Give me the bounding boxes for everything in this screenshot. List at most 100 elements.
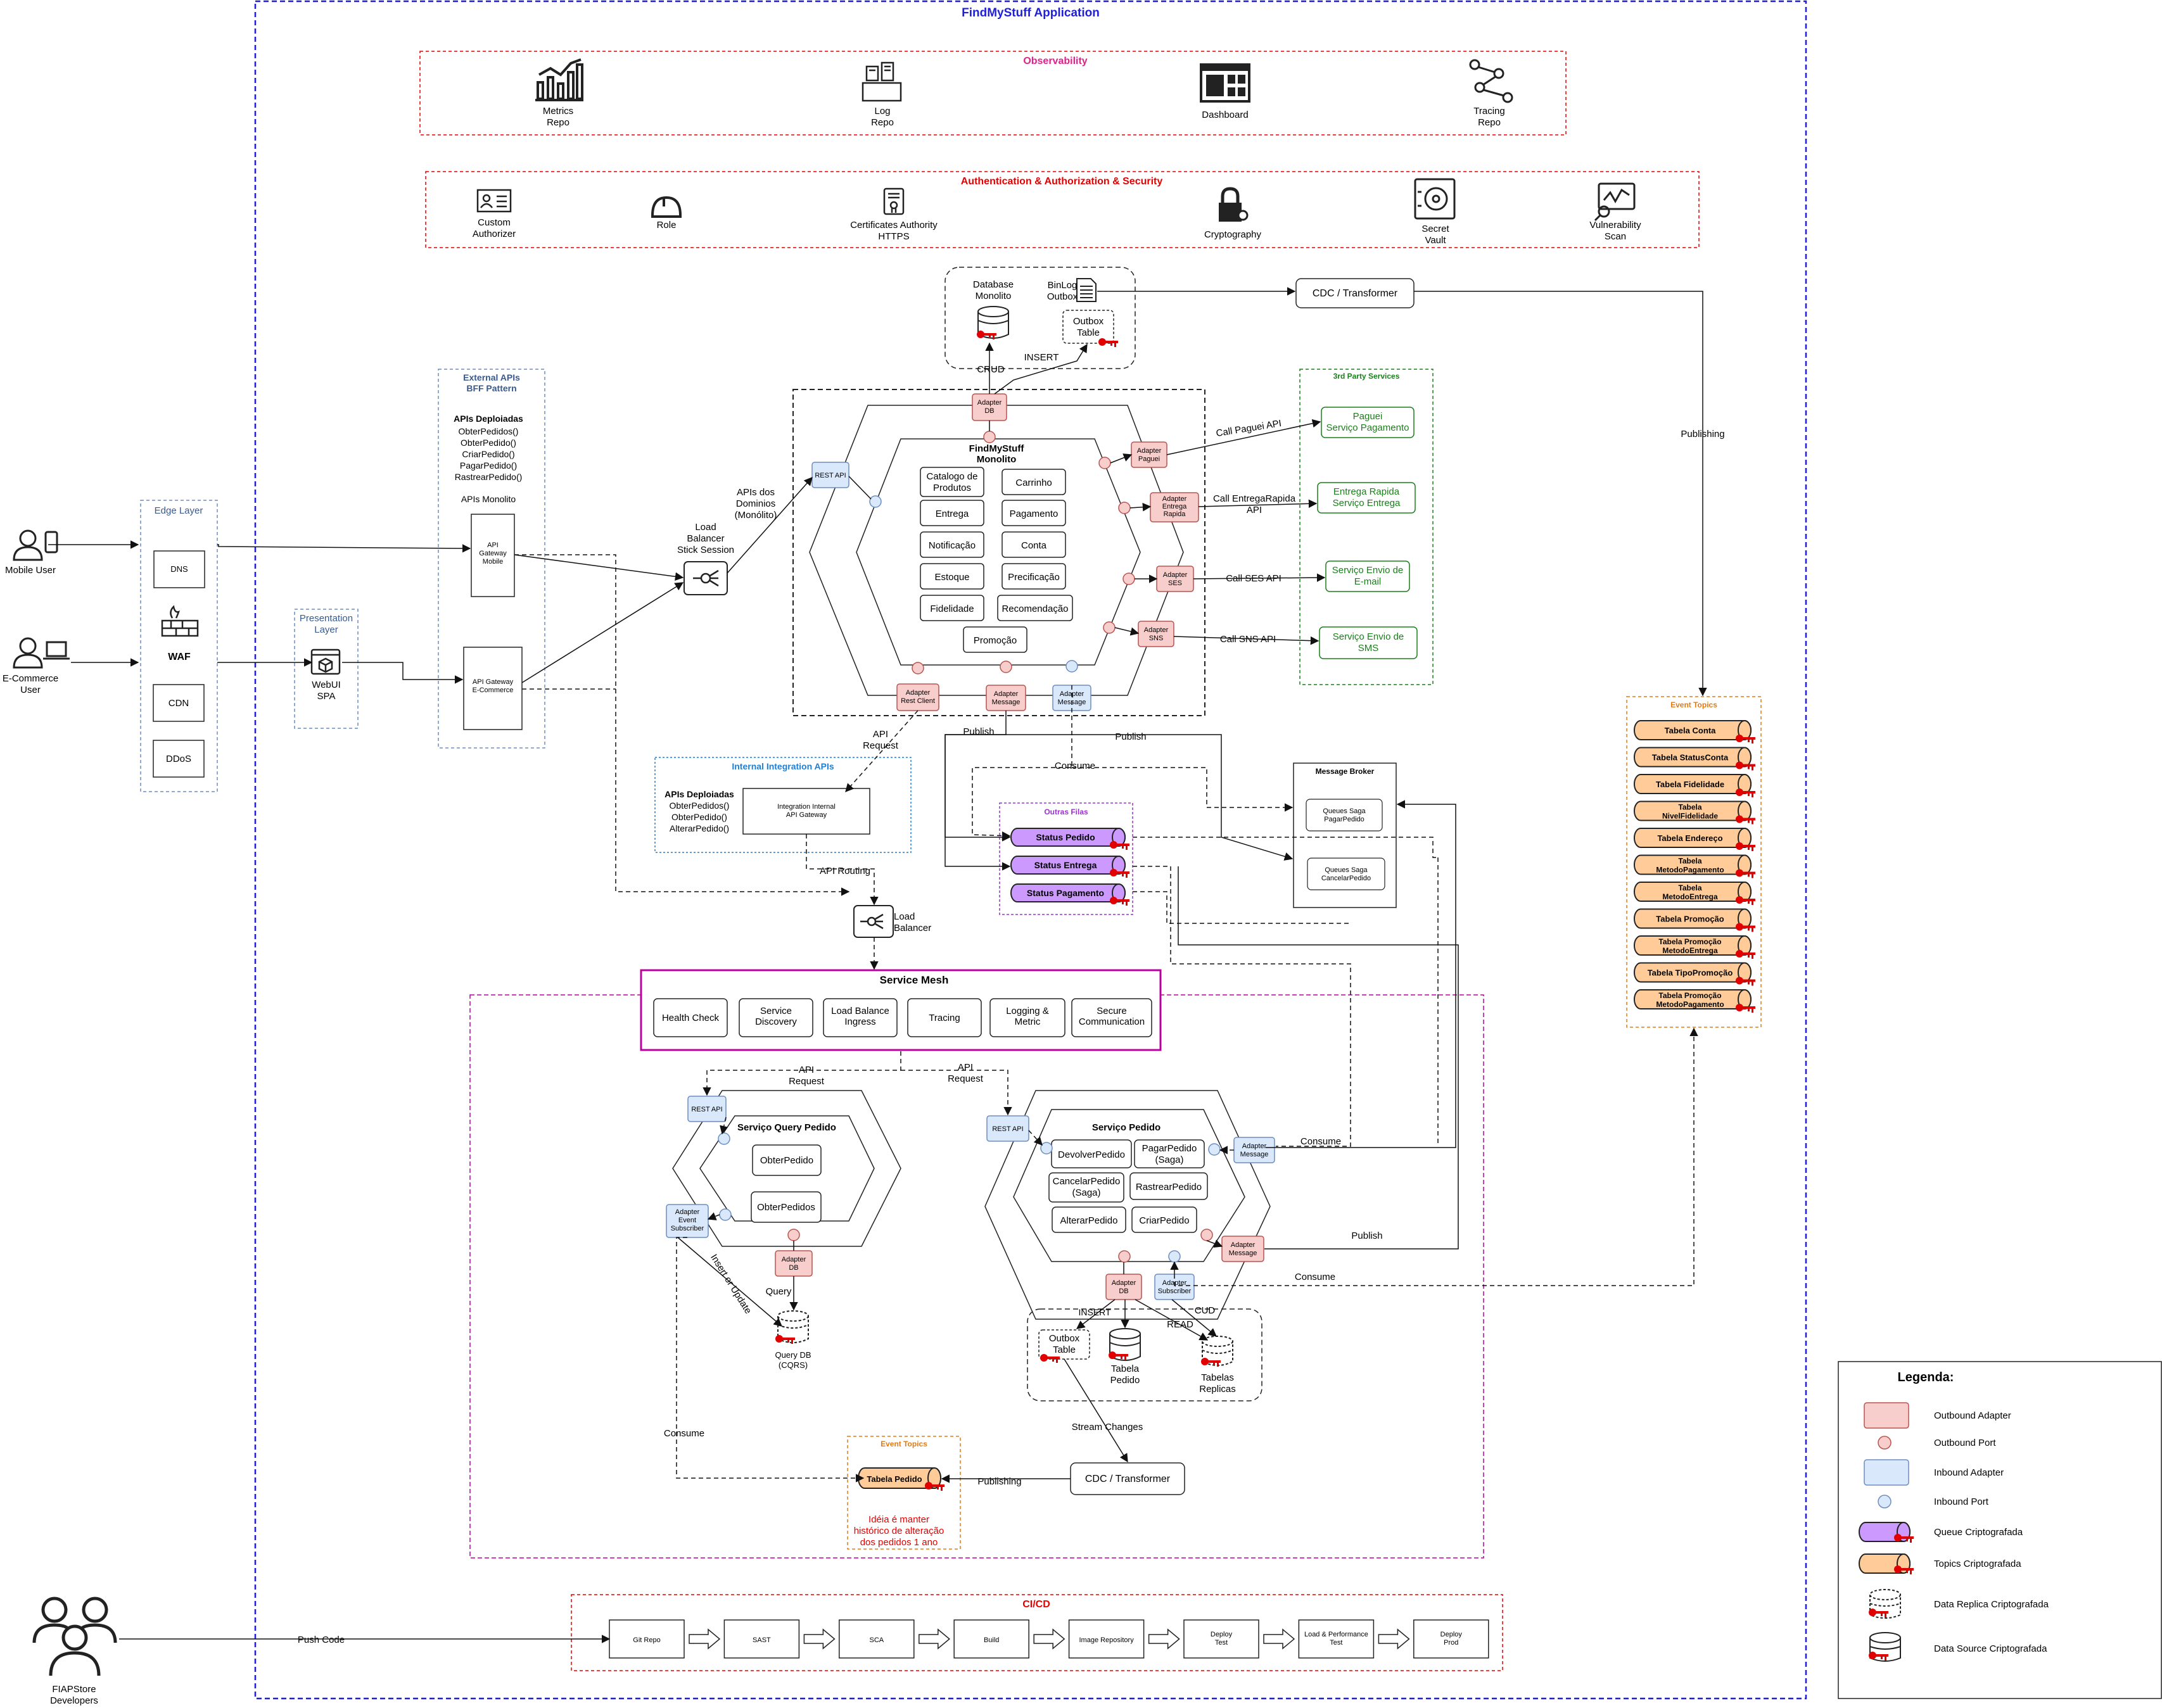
module-carrinho-label: Carrinho	[1015, 478, 1052, 488]
module-notificacao-label: Notificação	[929, 540, 976, 551]
module-catalogo	[920, 467, 984, 497]
outbox-table-top	[1062, 310, 1114, 344]
event-topic-item: Tabela Endereço	[1634, 828, 1755, 851]
cicd-step: Build	[953, 1619, 1029, 1659]
tabela-pedido-topic-label: Tabela Pedido	[867, 1474, 922, 1484]
cicd-arrow	[1033, 1628, 1065, 1650]
cicd-step: SCA	[839, 1619, 915, 1659]
cicd-step: SAST	[723, 1619, 800, 1659]
module-fidelidade-label: Fidelidade	[930, 604, 974, 614]
pedido-cud-label: CUD	[1195, 1305, 1216, 1316]
query-rest-api-label: REST API	[691, 1106, 722, 1113]
query-label: Query	[766, 1286, 792, 1297]
secret-vault-icon	[1414, 178, 1456, 220]
pedido-insert-label: INSERT	[1078, 1307, 1111, 1317]
lock-icon	[1219, 187, 1249, 222]
stream-changes-label: Stream Changes	[1072, 1422, 1143, 1433]
edge-layer: Edge Layer DNS WAF CDN DDoS	[140, 500, 218, 792]
cicd-step-label: SAST	[753, 1636, 771, 1644]
outbound-port	[912, 662, 924, 674]
module-pagamento-label: Pagamento	[1010, 509, 1059, 519]
mesh-item-label: Tracing	[929, 1013, 960, 1023]
tabela-pedido-db-icon	[1109, 1328, 1141, 1361]
event-topic-item: Tabela Promoção	[1634, 908, 1755, 932]
tabelas-replicas-icon	[1202, 1336, 1233, 1366]
dashboard-icon	[1200, 63, 1250, 103]
cicd-arrow	[1263, 1628, 1295, 1650]
legend-topic: Topics Criptografada	[1934, 1559, 2021, 1569]
legend-inbound-port-swatch	[1878, 1495, 1892, 1509]
op-cancelar	[1048, 1172, 1124, 1203]
security-panel: Authentication & Authorization & Securit…	[425, 171, 1700, 248]
legend-queue: Queue Criptografada	[1934, 1527, 2023, 1538]
cdc-transformer-top	[1295, 278, 1415, 308]
mesh-item: Logging &Metric	[989, 998, 1065, 1037]
event-topics-title: Event Topics	[1670, 700, 1717, 709]
mesh-item: Tracing	[907, 998, 982, 1037]
module-entrega-label: Entrega	[936, 509, 969, 519]
module-recomendacao-label: Recomendação	[1002, 604, 1068, 614]
load-balancer-icon	[693, 569, 719, 587]
legend-inbound-adapter: Inbound Adapter	[1934, 1467, 2004, 1478]
pedido-service: Serviço Pedido DevolverPedido PagarPedid…	[977, 1090, 1383, 1495]
module-catalogo-label: Catalogo de	[927, 471, 978, 482]
cryptography-label: Cryptography	[1204, 229, 1262, 240]
api-gateway-ecommerce	[463, 647, 523, 730]
external-deployed-title: APIs Deploiadas	[454, 414, 523, 424]
push-code-label: Push Code	[298, 1635, 345, 1645]
publishing-bottom-label: Publishing	[977, 1476, 1021, 1487]
app-boundary	[254, 0, 1807, 1700]
service-entrega	[1317, 482, 1416, 514]
event-topic-item: Tabela StatusConta	[1634, 747, 1755, 771]
inbound-port	[869, 495, 882, 508]
observability-title: Observability	[1023, 56, 1087, 66]
internal-deployed-list: ObterPedidos()ObterPedido()AlterarPedido…	[670, 800, 730, 833]
event-topic-item: Tabela TipoPromoção	[1634, 962, 1755, 986]
user-laptop-icon	[13, 637, 70, 669]
waf-label: WAF	[168, 652, 191, 662]
outbound-port	[1118, 1250, 1131, 1263]
ddos-label: DDoS	[166, 754, 191, 764]
event-topics-small-title: Event Topics	[881, 1439, 927, 1448]
event-topic-label: Tabela Fidelidade	[1656, 780, 1724, 789]
developers-icon	[32, 1597, 117, 1676]
cicd-arrow	[1378, 1628, 1410, 1650]
pedido-adapter-db	[1105, 1274, 1142, 1300]
outbound-port	[1103, 621, 1116, 634]
ddos-box	[153, 740, 205, 778]
internal-integration-apis: Internal Integration APIs APIs Deploiada…	[654, 757, 912, 853]
queue-label: Status Pedido	[1036, 832, 1095, 842]
event-topic-label: Tabela StatusConta	[1652, 753, 1729, 762]
inbound-port	[718, 1132, 730, 1145]
query-service-title: Serviço Query Pedido	[737, 1122, 836, 1133]
op-alterar-label: AlterarPedido	[1060, 1215, 1118, 1226]
webui-icon	[310, 648, 341, 675]
cicd-arrow	[919, 1628, 950, 1650]
api-routing-label: API Routing	[820, 866, 870, 876]
legend-topic-swatch	[1859, 1553, 1914, 1574]
mesh-item-label: Logging &Metric	[1006, 1006, 1049, 1027]
